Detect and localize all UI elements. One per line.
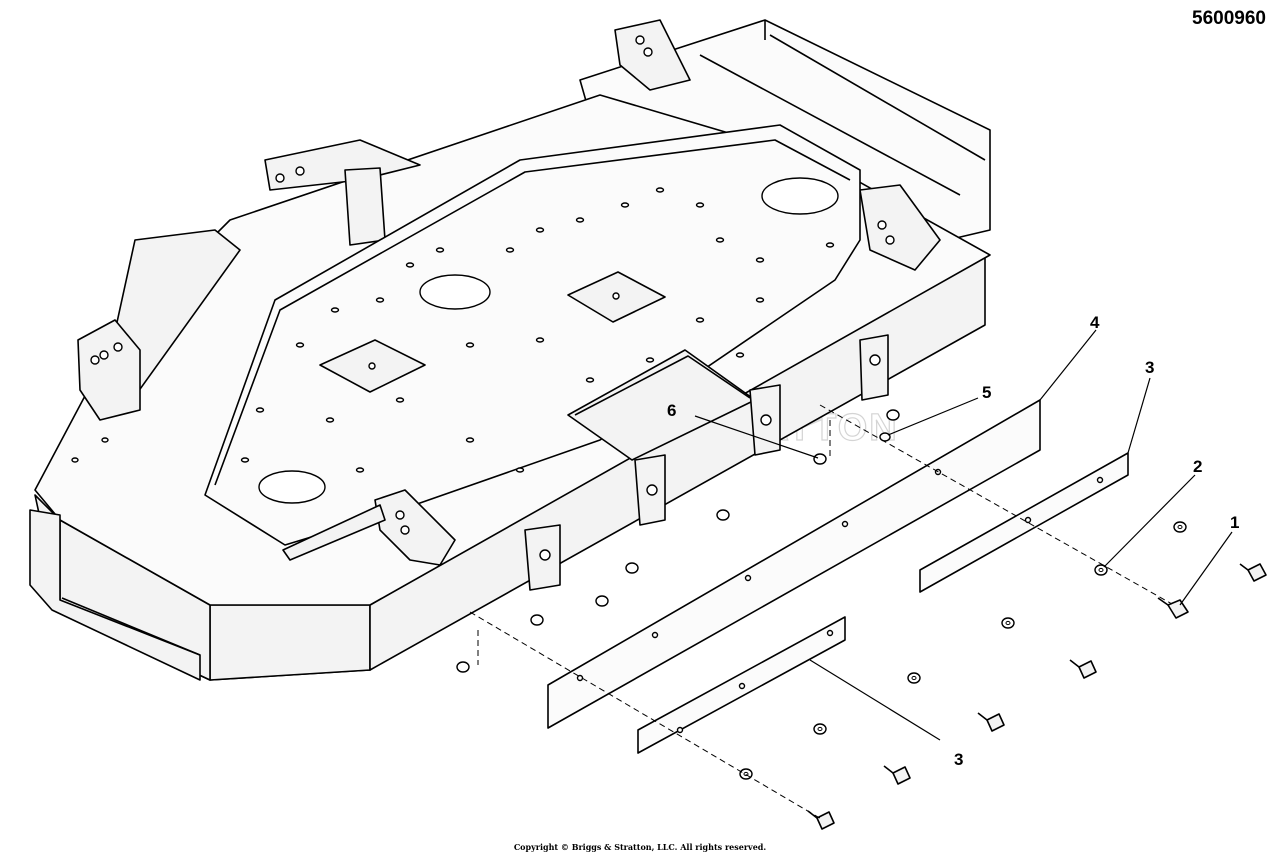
part-3-strip-right <box>919 452 1129 593</box>
mower-deck <box>29 19 991 681</box>
deck-mounting-holes <box>71 187 835 473</box>
callout-6: 6 <box>667 401 676 420</box>
callout-2: 2 <box>1193 457 1202 476</box>
skirt-nuts <box>456 509 730 673</box>
assembly-lines <box>469 404 1173 821</box>
callout-1: 1 <box>1230 513 1239 532</box>
callout-5: 5 <box>982 383 991 402</box>
callout-leaders <box>694 329 1233 741</box>
part-number: 5600960 <box>1192 8 1266 29</box>
callout-4: 4 <box>1090 313 1100 332</box>
copyright-notice: Copyright © Briggs & Stratton, LLC. All … <box>513 842 767 852</box>
callout-3-lower: 3 <box>954 750 963 769</box>
part-3-strip-left <box>637 616 846 754</box>
callouts: 1 2 3 4 5 6 3 <box>667 313 1239 769</box>
part-5-6-nuts <box>813 409 900 465</box>
part-1-bolts <box>807 563 1267 830</box>
callout-3-upper: 3 <box>1145 358 1154 377</box>
